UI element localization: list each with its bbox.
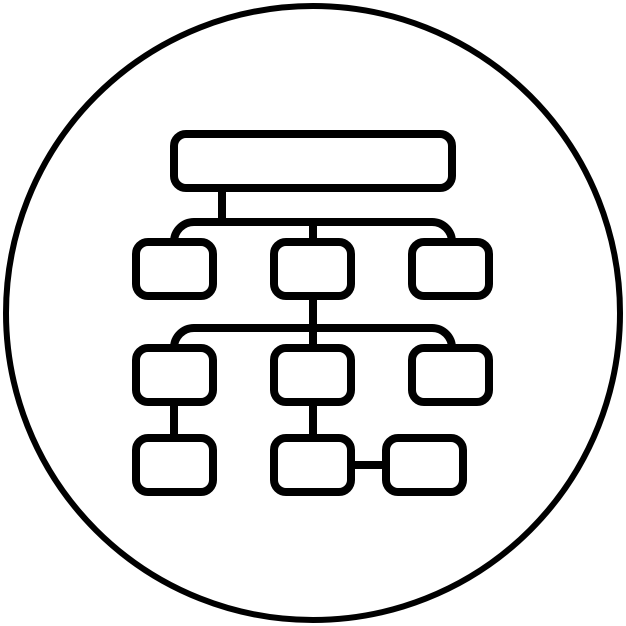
outer-circle: [3, 3, 623, 623]
box-row4-left: [132, 434, 217, 496]
box-top: [170, 130, 456, 192]
box-row2-middle: [270, 238, 355, 300]
box-row4-middle: [270, 434, 355, 496]
connector-lines: [170, 184, 456, 469]
box-row3-middle: [270, 344, 355, 406]
boxes: [132, 130, 493, 496]
box-row2-right: [408, 238, 493, 300]
box-row2-left: [132, 238, 217, 300]
box-row4-right: [382, 434, 467, 496]
box-row3-right: [408, 344, 493, 406]
box-row3-left: [132, 344, 217, 406]
